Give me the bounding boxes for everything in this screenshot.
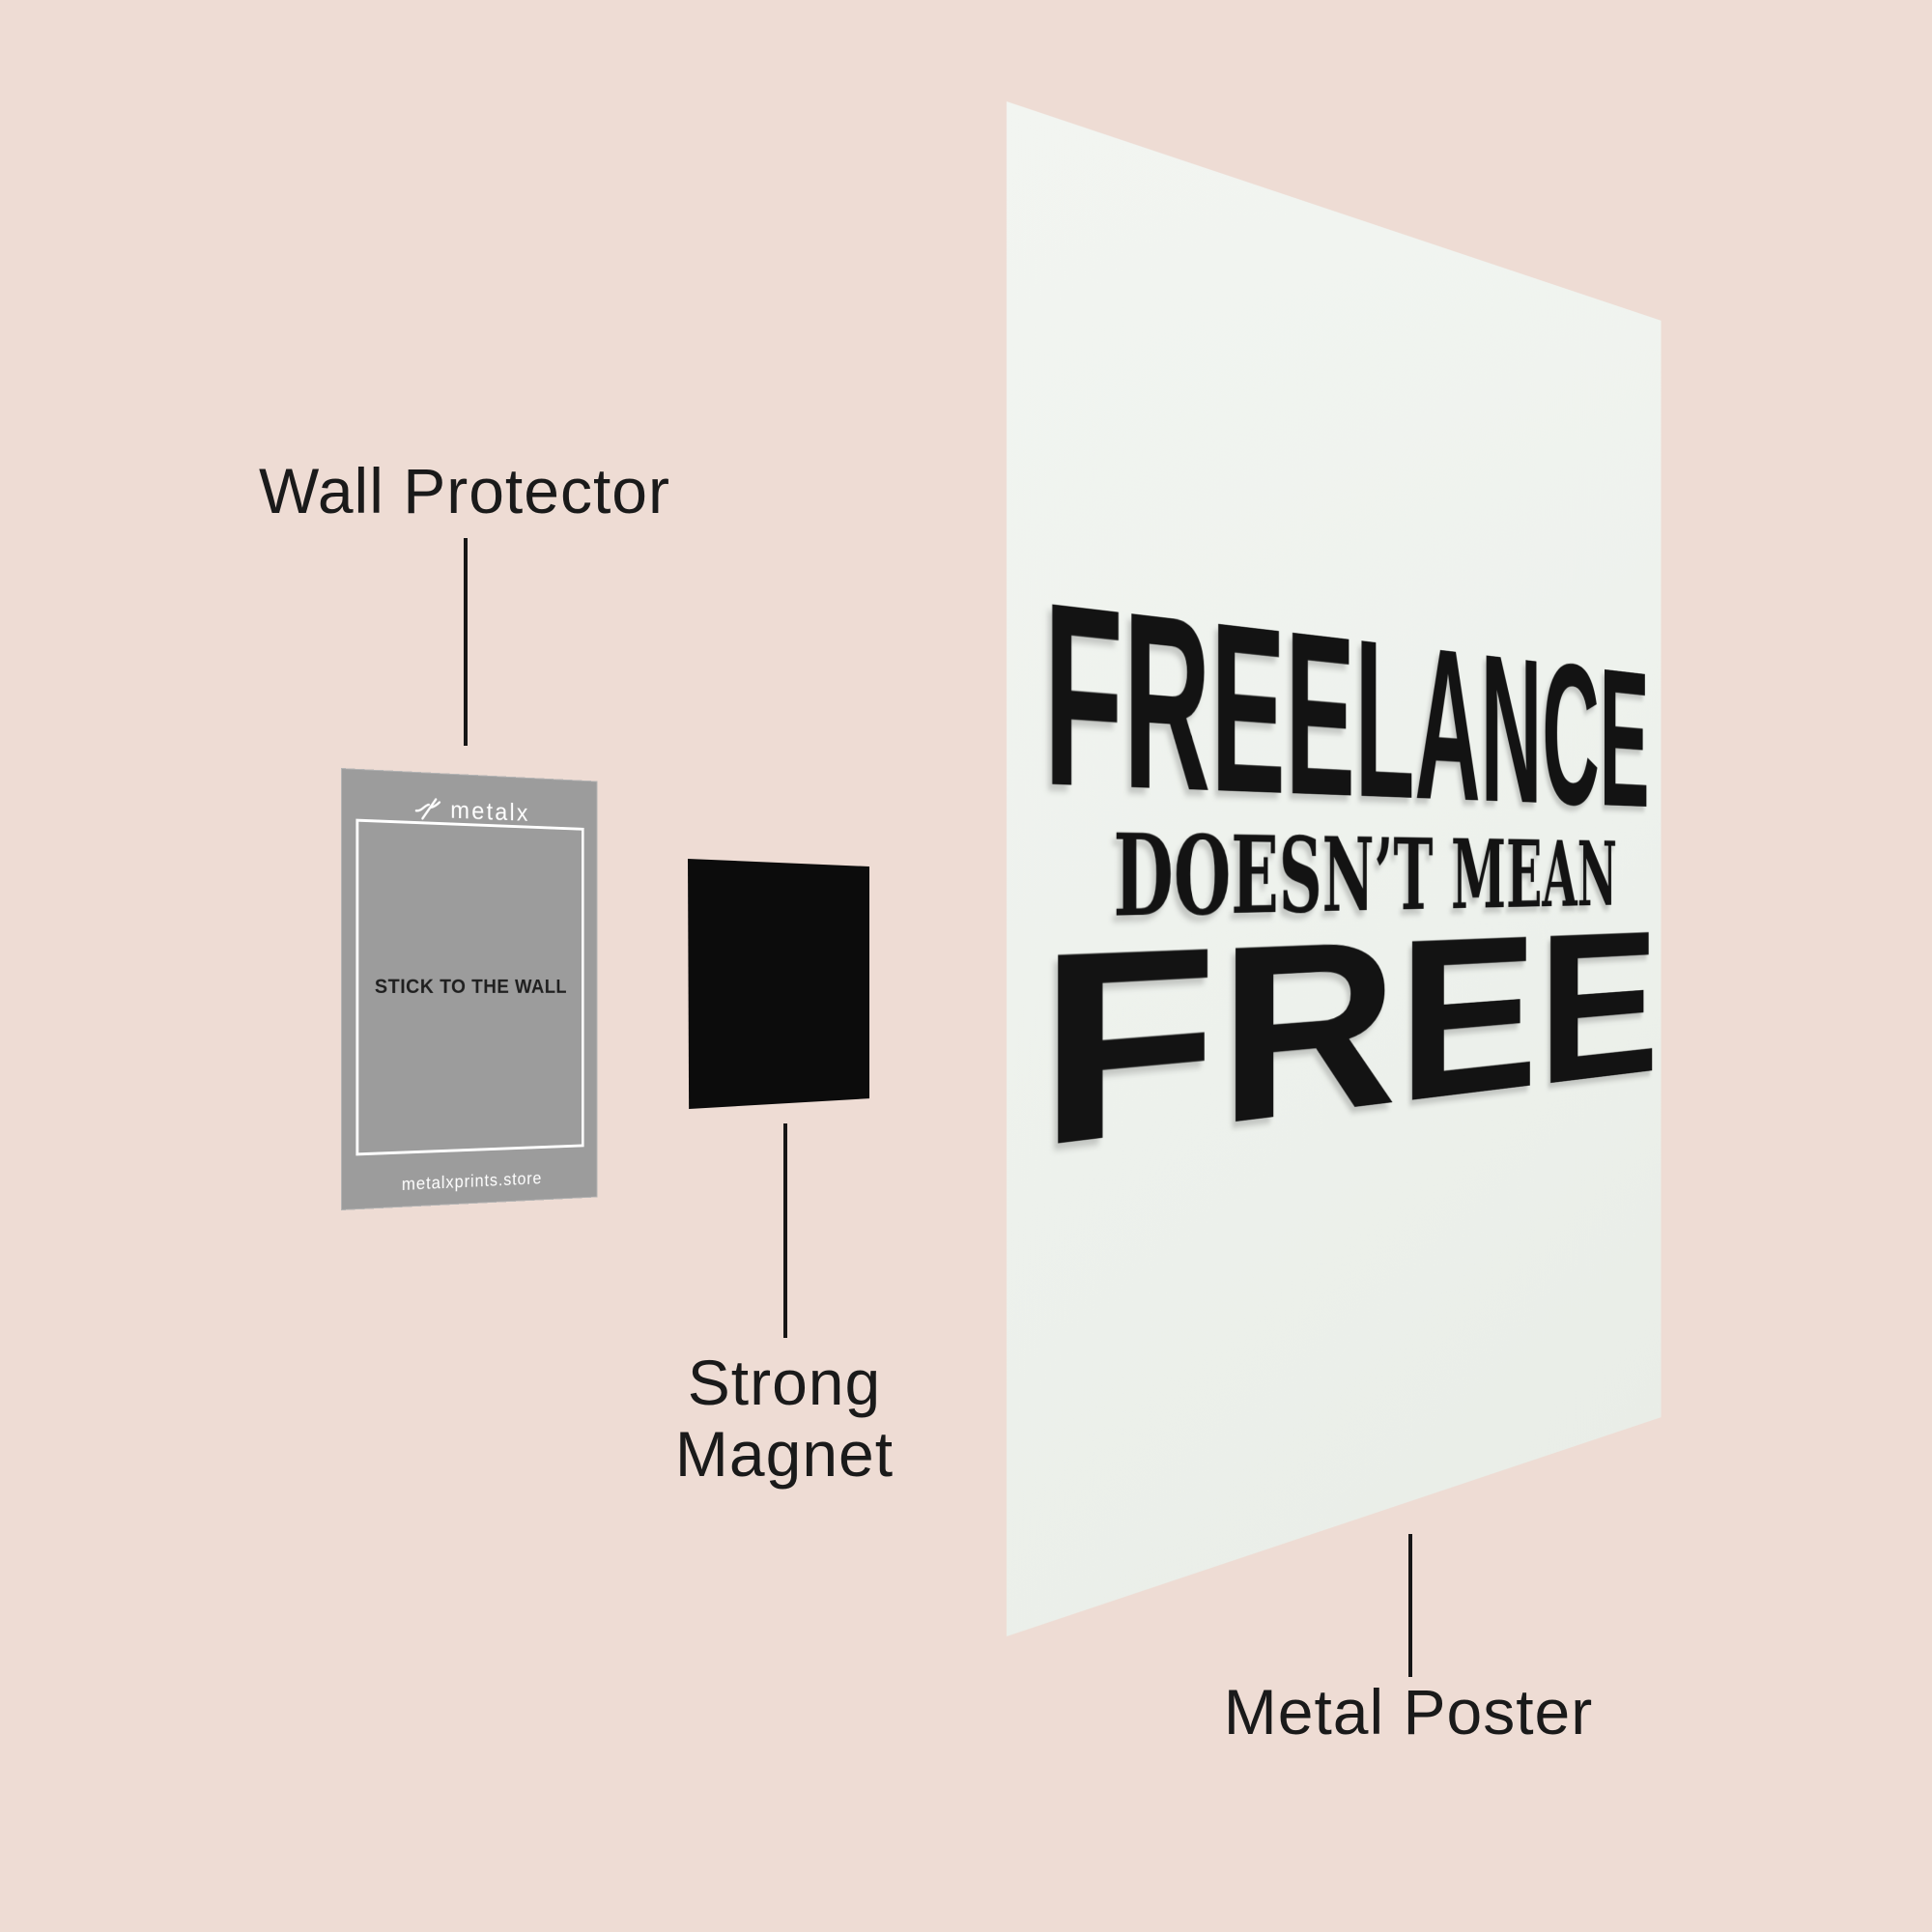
poster-text-freelance: FREELANCE [1043, 548, 1649, 848]
strong-magnet-connector-line [783, 1123, 787, 1338]
strong-magnet-label-line2: Magnet [674, 1417, 895, 1490]
poster-artwork: FREELANCE DOESN’T MEAN FREE [1037, 548, 1659, 1205]
strong-magnet-label-line1: Strong [687, 1347, 882, 1418]
metal-poster-connector-line [1408, 1534, 1412, 1677]
metalx-logo-icon [414, 795, 441, 821]
poster-text-doesnt-mean: DOESN’T MEAN [1113, 809, 1617, 942]
metal-poster-label: Metal Poster [1223, 1676, 1594, 1747]
wall-protector-connector-line [464, 538, 468, 746]
wall-protector-card: metalx STICK TO THE WALL metalxprints.st… [341, 768, 598, 1210]
card-stick-to-wall-text: STICK TO THE WALL [374, 976, 568, 998]
card-store-url: metalxprints.store [401, 1168, 543, 1194]
wall-protector-label: Wall Protector [259, 455, 670, 526]
metal-poster-panel: FREELANCE DOESN’T MEAN FREE [1007, 101, 1662, 1636]
strong-magnet-label: Strong Magnet [674, 1347, 895, 1491]
card-inner-border: STICK TO THE WALL [355, 818, 584, 1156]
poster-text-free: FREE [1037, 889, 1659, 1205]
magnet-square [688, 859, 869, 1109]
